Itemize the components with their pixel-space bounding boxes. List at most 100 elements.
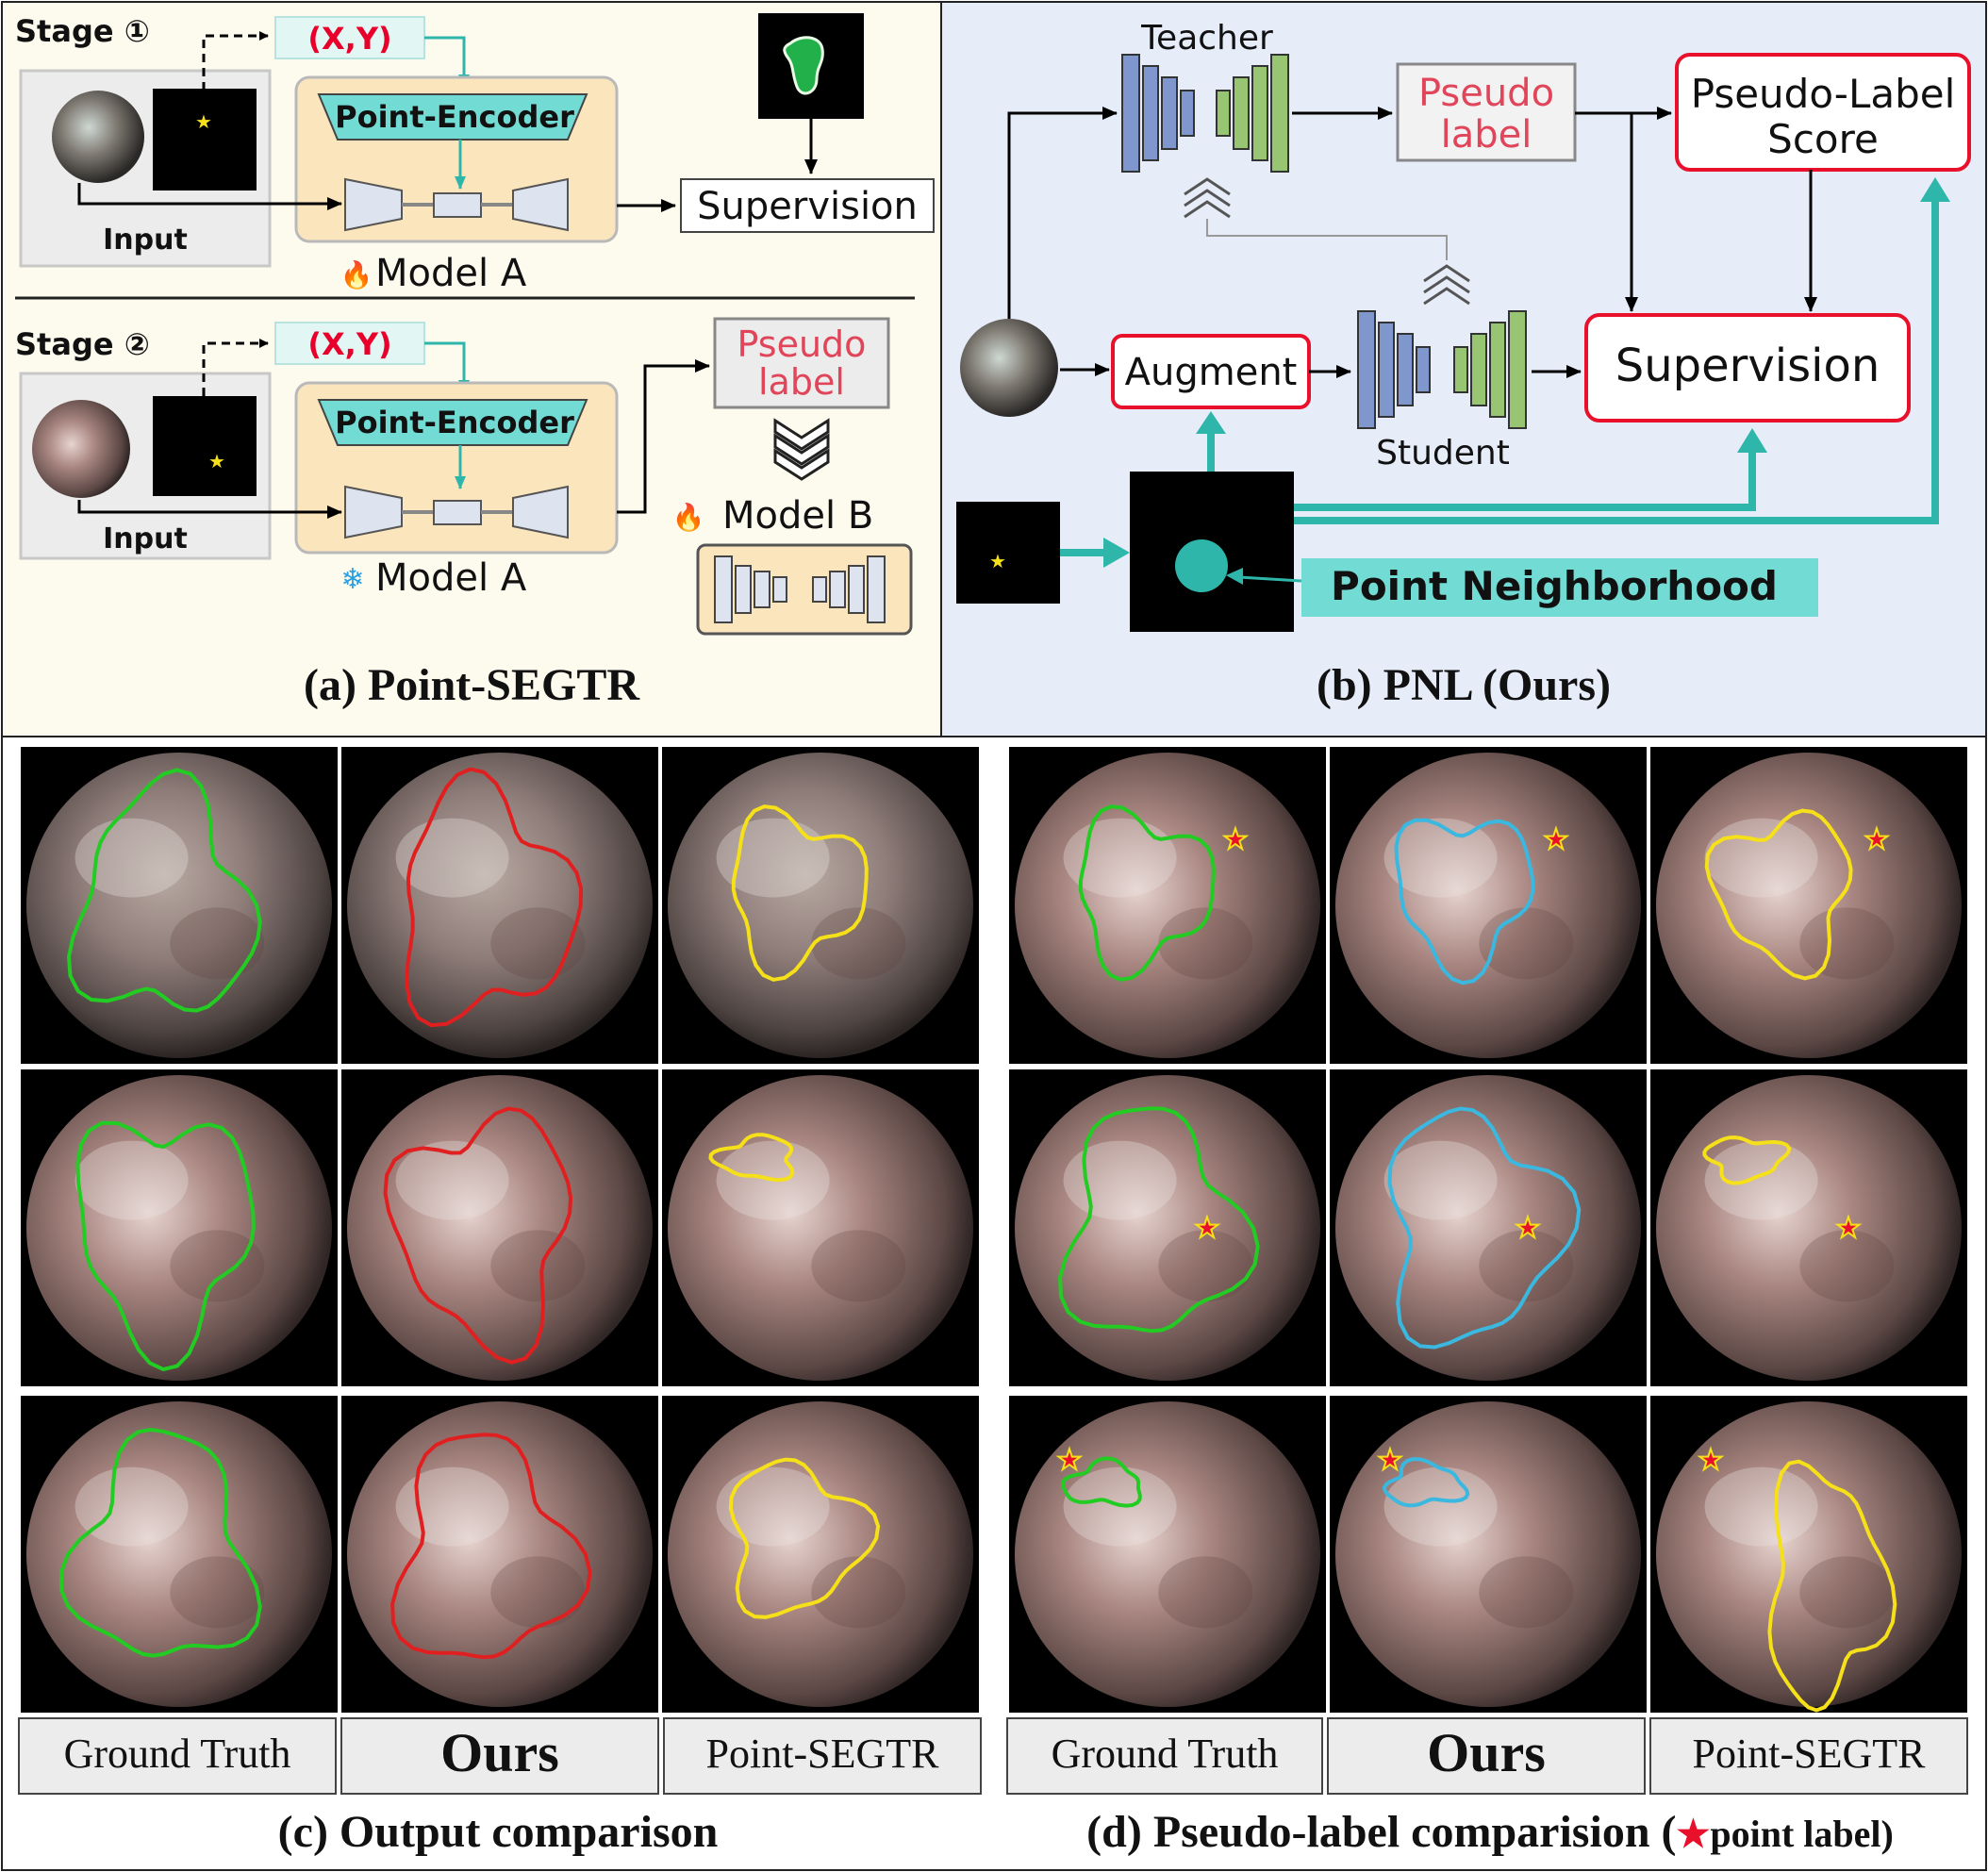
svg-text:Model B: Model B [722,494,873,538]
endoscopy-image: ★ [1650,747,1967,1064]
panel-c-caption: (c) Output comparison [278,1807,719,1857]
endoscopy-image [662,1396,979,1713]
column-label: Point-SEGTR [706,1731,940,1777]
segmentation-contour [1394,818,1535,986]
endoscopy-image: ★ [1330,1069,1647,1386]
teacher-network [1121,54,1289,173]
segmentation-contour [728,1457,881,1619]
stage1-input-image [52,91,144,183]
endoscopy-image: ★ [1330,1396,1647,1713]
svg-text:Point Neighborhood: Point Neighborhood [1331,563,1778,609]
panel-d-caption: (d) Pseudo-label comparision (★point lab… [1086,1807,1894,1857]
segmentation-contour [1058,1106,1260,1334]
flame-icon: 🔥 [340,259,373,290]
segmentation-contour [66,768,262,1013]
stage1-label: Stage ① [15,13,150,49]
svg-text:Point-Encoder: Point-Encoder [335,405,574,440]
segmentation-contour [390,1433,592,1660]
endoscopy-image: ★ [1330,747,1647,1064]
endoscopy-image [662,1069,979,1386]
star-icon: ★ [1057,1445,1083,1476]
panel-b-pseudo-label-box [1396,62,1577,162]
svg-text:label: label [1441,113,1532,157]
panel-c-column-labels: Ground Truth Ours Point-SEGTR [18,1717,982,1795]
stage2-coord-box [274,322,425,365]
panel-b-caption: (b) PNL (Ours) [1317,660,1611,710]
stage1-input-label: Input [103,224,188,257]
svg-text:Pseudo-Label: Pseudo-Label [1691,71,1956,117]
stage2-point-image [153,396,257,496]
segmentation-contour [405,767,584,1028]
chevron-down-icon [773,418,830,481]
star-icon: ★ [1698,1445,1724,1476]
svg-text:Supervision: Supervision [1615,340,1880,392]
segmentation-contour [1704,808,1853,981]
star-icon: ★ [1836,1213,1862,1244]
endoscopy-image: ★ [1650,1396,1967,1713]
segmentation-contour [1767,1459,1897,1713]
panel-b-supervision-box [1584,313,1911,422]
student-network [1357,310,1527,429]
svg-text:Model A: Model A [375,252,527,295]
panel-a: Stage ① ★ Input (X,Y) Point-Encoder Supe… [1,1,942,737]
flame-icon: 🔥 [672,502,705,533]
stage1-point-encoder [317,93,588,141]
column-label: Point-SEGTR [1693,1731,1927,1777]
column-label: Ours [1427,1722,1546,1783]
column-label: Ground Truth [1052,1731,1279,1777]
endoscopy-image [341,747,658,1064]
svg-text:Point-Encoder: Point-Encoder [335,99,574,135]
pseudo-label-score-box [1675,53,1971,172]
stage2-label: Stage ② [15,326,150,362]
column-label: Ground Truth [64,1731,291,1777]
endoscopy-image [21,1396,338,1713]
star-icon: ★ [1195,1213,1220,1244]
segmentation-contour [75,1120,256,1372]
panel-d-grid: ★ ★ ★ ★ ★ ★ ★ ★ ★ [1009,747,1967,1713]
endoscopy-image [21,747,338,1064]
svg-text:Teacher: Teacher [1140,19,1273,58]
chevron-up-icon [1423,264,1470,306]
column-label: Ours [440,1722,559,1783]
star-icon: ★ [1516,1213,1541,1244]
svg-text:Augment: Augment [1125,351,1298,394]
svg-text:Student: Student [1376,434,1510,472]
panel-b-input-image [960,319,1058,417]
endoscopy-image [341,1069,658,1386]
svg-text:(X,Y): (X,Y) [307,326,391,362]
star-icon: ★ [208,452,225,472]
svg-text:label: label [758,361,845,403]
star-icon: ★ [195,112,212,133]
stage2-pseudo-label-box [713,317,890,409]
segmentation-contour [59,1427,262,1658]
snowflake-icon: ❄ [340,564,364,595]
star-icon: ★ [1864,824,1890,855]
point-neighborhood-label [1301,558,1818,617]
panel-d-column-labels: Ground Truth Ours Point-SEGTR [1006,1717,1968,1795]
panel-c-grid [21,747,979,1713]
svg-text:Input: Input [103,522,188,555]
segmentation-contour [1382,1457,1470,1508]
panel-b-point-image [956,502,1060,604]
star-icon: ★ [1544,824,1569,855]
svg-text:Score: Score [1767,116,1879,162]
panel-a-caption: (a) Point-SEGTR [304,660,640,710]
stage1-point-image [153,89,257,191]
endoscopy-image: ★ [1009,747,1326,1064]
svg-text:Model A: Model A [375,556,527,600]
stage1-coord-label: (X,Y) [307,21,391,57]
segmentation-contour [708,1133,795,1183]
endoscopy-image: ★ [1009,1069,1326,1386]
endoscopy-image: ★ [1650,1069,1967,1386]
endoscopy-image [21,1069,338,1386]
star-icon: ★ [1378,1445,1403,1476]
segmentation-contour [1060,1456,1142,1508]
svg-text:Pseudo: Pseudo [737,323,867,365]
chevron-up-icon [1184,177,1231,219]
endoscopy-image: ★ [1009,1396,1326,1713]
segmentation-contour [383,1106,573,1365]
stage1-dashed-arrow [202,31,269,91]
star-icon: ★ [1677,1813,1711,1855]
stage2-point-encoder [317,399,588,446]
star-icon: ★ [989,552,1006,572]
